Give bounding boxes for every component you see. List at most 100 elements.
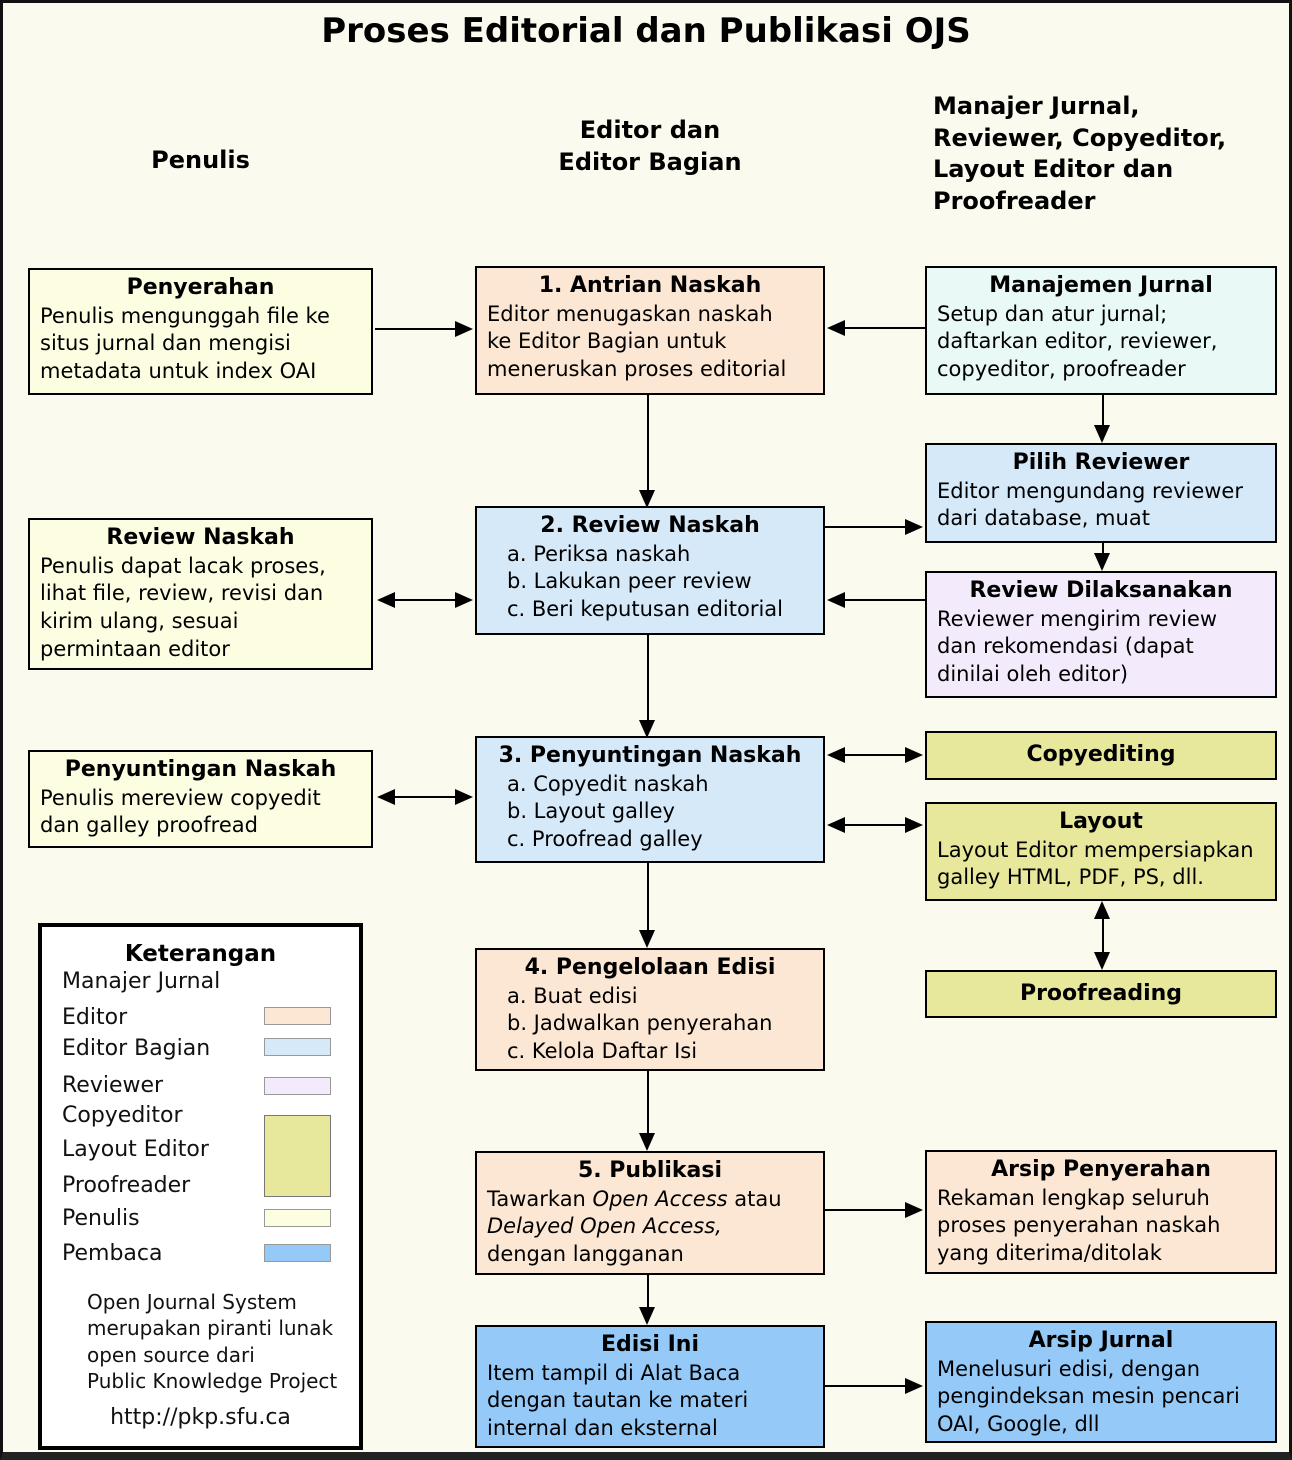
box-title: Arsip Jurnal [1028, 1328, 1174, 1353]
arrow-publikasi-to-edisi-line [647, 1275, 649, 1307]
box-title: Pilih Reviewer [1012, 450, 1190, 475]
arrow-pengelolaan-to-publikasi-line [647, 1071, 649, 1133]
box-body: Rekaman lengkap seluruh proses penyeraha… [937, 1185, 1221, 1266]
box-list-item: b. Layout galley [507, 799, 675, 824]
box-edisi-ini: Edisi Ini Item tampil di Alat Baca denga… [475, 1325, 825, 1448]
box-title: Penyerahan [126, 275, 275, 300]
box-title: 3. Penyuntingan Naskah [498, 743, 802, 768]
box-layout: Layout Layout Editor mempersiapkan galle… [925, 802, 1277, 901]
box-publikasi: 5. Publikasi Tawarkan Open Access atau D… [475, 1151, 825, 1275]
arrow-layout-proofreading-line [1102, 919, 1104, 952]
box-title: Review Dilaksanakan [969, 578, 1233, 603]
box-title: 2. Review Naskah [540, 513, 760, 538]
publikasi-text-segment-italic: Delayed Open Access, [487, 1214, 722, 1239]
legend-box: Keterangan Manajer Jurnal Editor Editor … [38, 923, 363, 1450]
arrow-pilih-to-dilaksanakan-head [1094, 553, 1110, 571]
box-title: 4. Pengelolaan Edisi [524, 955, 776, 980]
arrow-manajemen-to-antrian-line [845, 327, 925, 329]
arrow-penyuntingan-copyediting-head-right [905, 747, 923, 763]
box-list-item: c. Proofread galley [507, 827, 703, 852]
legend-swatch-pembaca [264, 1244, 331, 1262]
arrow-reviewnaskah-bidirectional-head-left [377, 592, 395, 608]
legend-swatch-copyeditor-group [264, 1115, 331, 1197]
box-title: Manajemen Jurnal [989, 273, 1213, 298]
publikasi-text-segment: atau [734, 1186, 782, 1211]
box-review-naskah-penulis: Review Naskah Penulis dapat lacak proses… [28, 518, 373, 670]
publikasi-text-segment: dengan langganan [487, 1242, 684, 1267]
box-pilih-reviewer: Pilih Reviewer Editor mengundang reviewe… [925, 443, 1277, 543]
legend-swatch-reviewer [264, 1077, 331, 1095]
legend-swatch-editor-bagian [264, 1038, 331, 1056]
arrow-penyuntingan-copyediting-head-left [827, 747, 845, 763]
box-body: Penulis mereview copyedit dan galley pro… [40, 785, 321, 838]
legend-label-copyeditor: Copyeditor [62, 1103, 183, 1128]
box-title: 5. Publikasi [577, 1158, 723, 1183]
arrow-layout-proofreading-head-down [1094, 952, 1110, 970]
arrow-publikasi-to-arsip-line [825, 1209, 905, 1211]
legend-label-layout-editor: Layout Editor [62, 1137, 209, 1162]
box-list-item: b. Lakukan peer review [507, 569, 752, 594]
arrow-reviewnaskah-bidirectional-head-right [455, 592, 473, 608]
arrow-dilaksanakan-to-review-head [827, 592, 845, 608]
box-review-naskah: 2. Review Naskah a. Periksa naskah b. La… [475, 506, 825, 635]
box-title: 1. Antrian Naskah [538, 273, 762, 298]
box-title: Arsip Penyerahan [991, 1157, 1211, 1182]
arrow-publikasi-to-arsip-head [905, 1202, 923, 1218]
legend-url: http://pkp.sfu.ca [110, 1405, 291, 1430]
arrow-reviewnaskah-bidirectional-line [395, 599, 455, 601]
box-body: Editor mengundang reviewer dari database… [937, 478, 1243, 531]
legend-footer-text: Open Journal System merupakan piranti lu… [87, 1290, 338, 1394]
box-body: Penulis dapat lacak proses, lihat file, … [40, 553, 326, 661]
box-title: Penyuntingan Naskah [64, 757, 337, 782]
arrow-penyuntingan-bidirectional-head-left [377, 789, 395, 805]
box-penyuntingan-naskah: 3. Penyuntingan Naskah a. Copyedit naska… [475, 736, 825, 863]
box-title: Edisi Ini [600, 1332, 699, 1357]
arrow-manajemen-to-pilih-head [1094, 425, 1110, 443]
legend-label-editor-bagian: Editor Bagian [62, 1036, 211, 1061]
box-penyuntingan-naskah-penulis: Penyuntingan Naskah Penulis mereview cop… [28, 750, 373, 848]
arrow-penyuntingan-to-pengelolaan-head [639, 930, 655, 948]
box-list-item: a. Copyedit naskah [507, 771, 709, 796]
box-body: Reviewer mengirim review dan rekomendasi… [937, 606, 1218, 687]
box-list-item: c. Kelola Daftar Isi [507, 1039, 698, 1064]
arrow-review-to-pilih-line [825, 526, 905, 528]
box-arsip-jurnal: Arsip Jurnal Menelusuri edisi, dengan pe… [925, 1321, 1277, 1443]
box-list-item: c. Beri keputusan editorial [507, 597, 784, 622]
box-arsip-penyerahan: Arsip Penyerahan Rekaman lengkap seluruh… [925, 1150, 1277, 1274]
legend-label-manajer-jurnal: Manajer Jurnal [62, 969, 221, 994]
legend-label-penulis: Penulis [62, 1206, 140, 1231]
arrow-manajemen-to-pilih-line [1102, 395, 1104, 425]
arrow-edisi-to-arsipjurnal-head [905, 1378, 923, 1394]
arrow-antrian-to-review-line [647, 395, 649, 490]
arrow-penyuntingan-to-pengelolaan-line [647, 863, 649, 930]
box-penyerahan: Penyerahan Penulis mengunggah file ke si… [28, 268, 373, 395]
arrow-pengelolaan-to-publikasi-head [639, 1133, 655, 1151]
box-copyediting: Copyediting [925, 731, 1277, 780]
arrow-layout-proofreading-head-up [1094, 901, 1110, 919]
arrow-penyuntingan-bidirectional-head-right [455, 789, 473, 805]
box-body: Layout Editor mempersiapkan galley HTML,… [937, 837, 1254, 890]
publikasi-text-segment: Tawarkan [487, 1186, 593, 1211]
arrow-antrian-to-review-head [639, 490, 655, 508]
box-list-item: b. Jadwalkan penyerahan [507, 1011, 773, 1036]
arrow-penyuntingan-bidirectional-line [395, 796, 455, 798]
legend-label-proofreader: Proofreader [62, 1173, 191, 1198]
box-manajemen-jurnal: Manajemen Jurnal Setup dan atur jurnal; … [925, 266, 1277, 395]
arrow-publikasi-to-edisi-head [639, 1307, 655, 1325]
box-title: Review Naskah [106, 525, 295, 550]
legend-swatch-penulis [264, 1209, 331, 1227]
arrow-penyerahan-to-antrian-line [375, 328, 455, 330]
column-header-penulis: Penulis [151, 146, 250, 174]
legend-label-editor: Editor [62, 1005, 128, 1030]
arrow-manajemen-to-antrian-head [827, 320, 845, 336]
box-pengelolaan-edisi: 4. Pengelolaan Edisi a. Buat edisi b. Ja… [475, 948, 825, 1071]
box-title: Proofreading [1019, 980, 1183, 1006]
box-title: Layout [1059, 809, 1143, 834]
column-header-editor: Editor dan Editor Bagian [558, 116, 742, 176]
legend-title: Keterangan [124, 941, 277, 967]
arrow-pilih-to-dilaksanakan-line [1102, 543, 1104, 553]
arrow-dilaksanakan-to-review-line [845, 599, 925, 601]
legend-swatch-editor [264, 1007, 331, 1025]
column-header-manajer: Manajer Jurnal, Reviewer, Copyeditor, La… [933, 92, 1227, 216]
